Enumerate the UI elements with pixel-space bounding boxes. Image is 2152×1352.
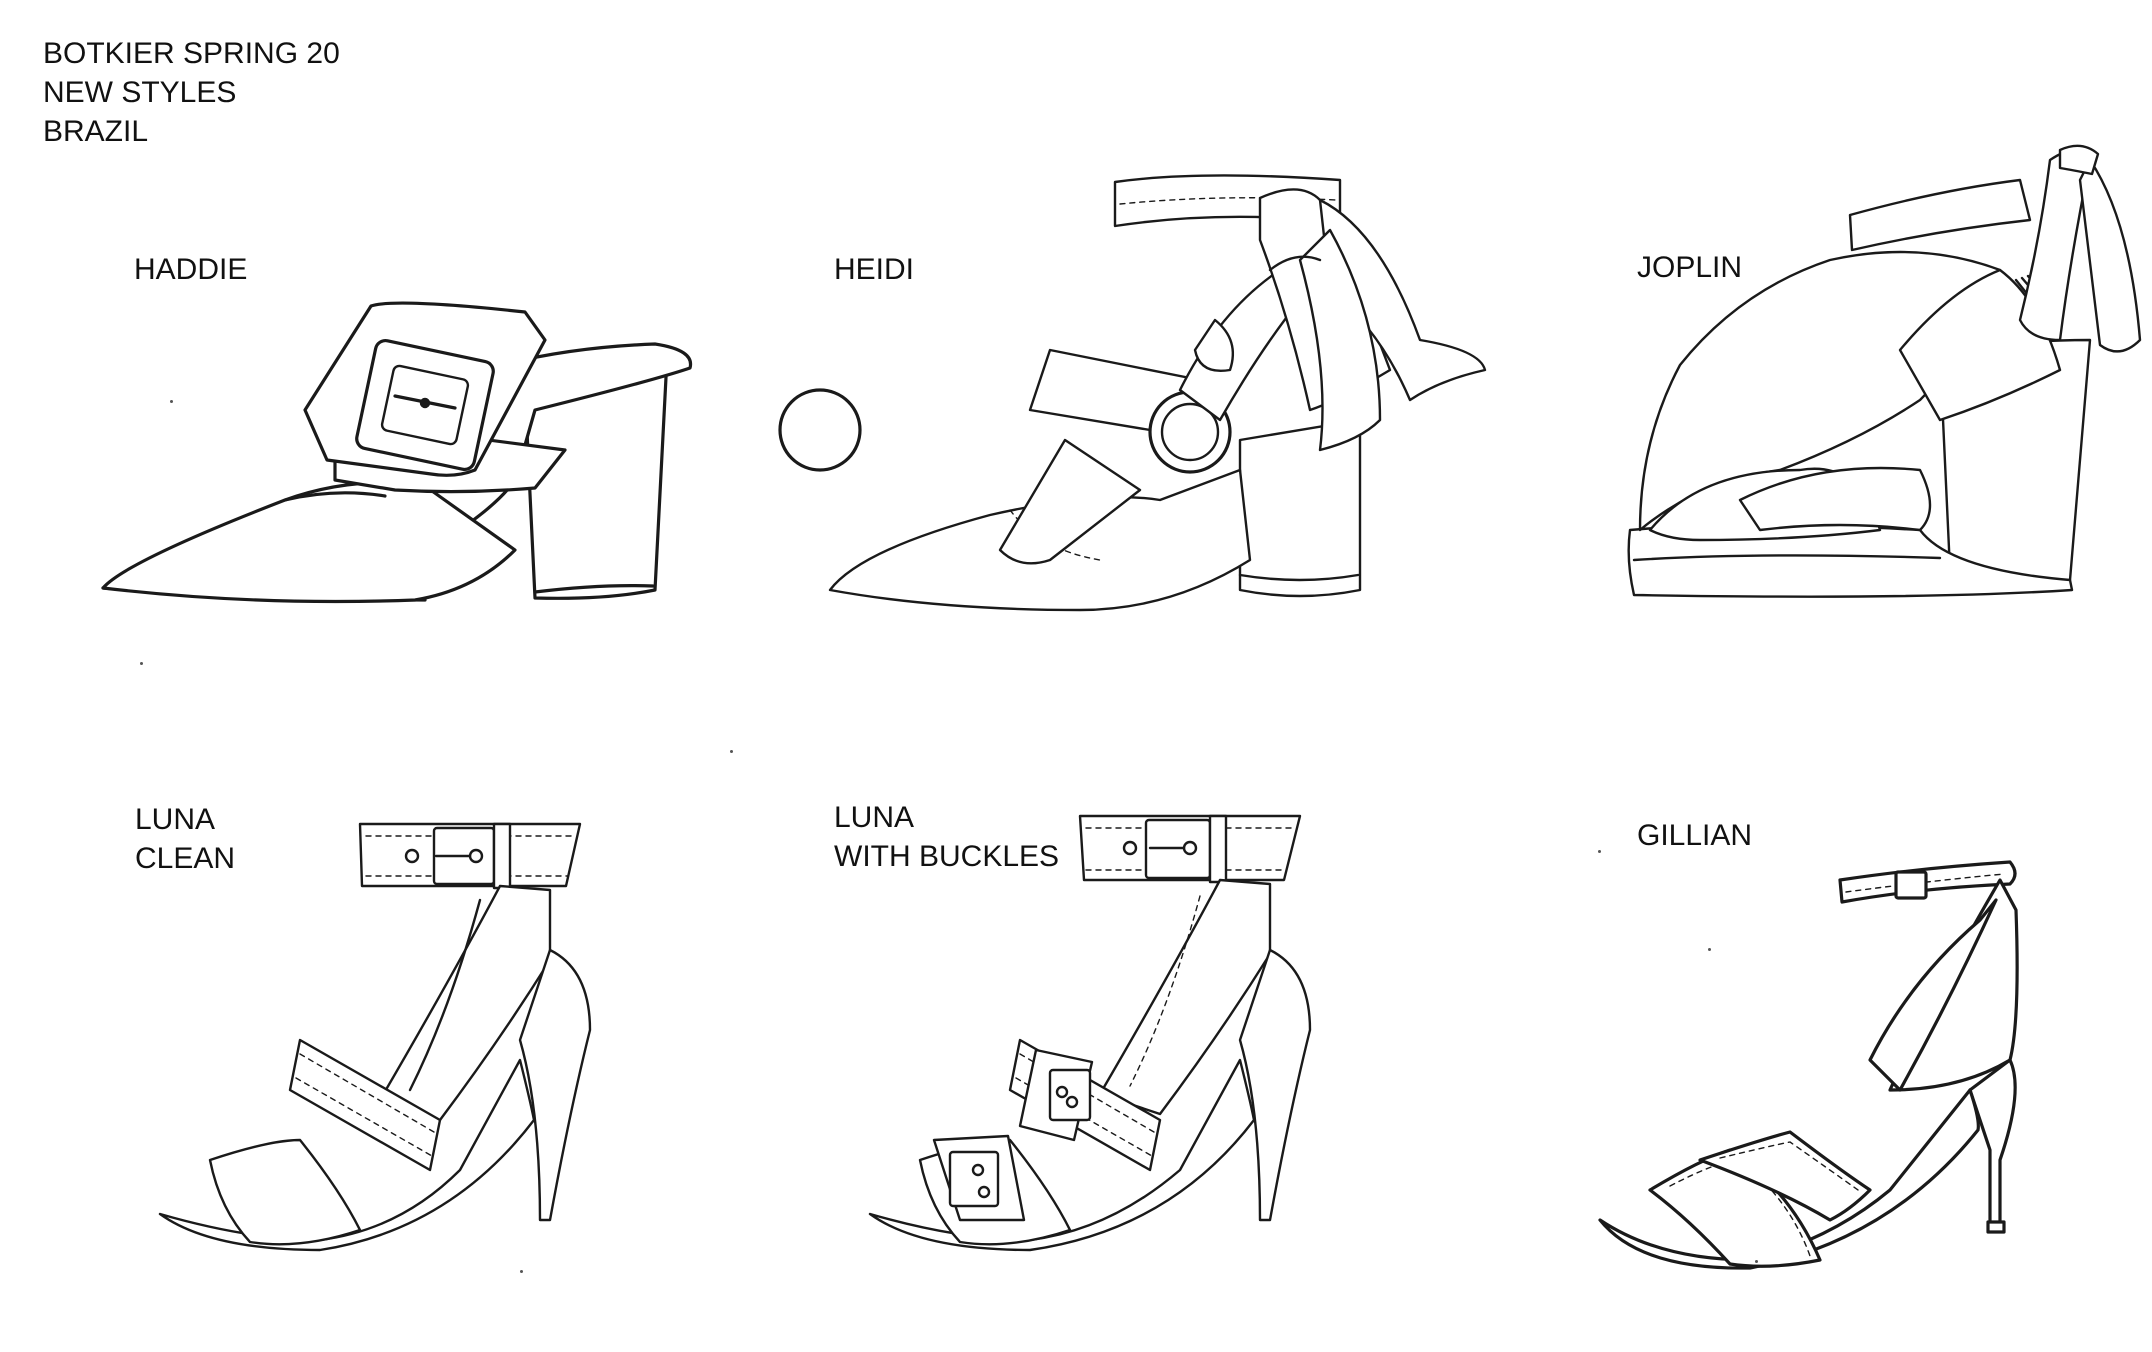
style-label-luna-clean: LUNA CLEAN — [135, 800, 235, 878]
header-line-brand-season: BOTKIER SPRING 20 — [43, 37, 340, 70]
style-label-luna-buckles-line2: WITH BUCKLES — [834, 840, 1060, 873]
style-label-luna-clean-line2: CLEAN — [135, 842, 236, 875]
scan-speck — [1708, 948, 1711, 951]
scan-speck — [170, 400, 173, 403]
haddie-buckle-icon — [303, 301, 547, 477]
style-label-joplin: JOPLIN — [1637, 251, 1743, 284]
gillian-shoe-sketch — [1598, 860, 2019, 1270]
collection-header: BOTKIER SPRING 20 NEW STYLES BRAZIL — [43, 34, 340, 151]
style-label-gillian: GILLIAN — [1637, 819, 1753, 852]
heidi-shoe-sketch — [778, 174, 1487, 612]
style-label-luna-clean-line1: LUNA — [135, 803, 216, 836]
haddie-shoe-sketch — [101, 301, 693, 604]
header-line-region: BRAZIL — [43, 115, 149, 148]
scan-speck — [520, 1270, 523, 1273]
style-label-luna-buckles: LUNA WITH BUCKLES — [834, 798, 1059, 876]
header-line-new-styles: NEW STYLES — [43, 76, 237, 109]
scan-speck — [140, 662, 143, 665]
luna-clean-shoe-sketch — [158, 822, 592, 1252]
style-label-luna-buckles-line1: LUNA — [834, 801, 915, 834]
scan-speck — [1598, 850, 1601, 853]
scan-speck — [1755, 1260, 1758, 1263]
scan-speck — [730, 750, 733, 753]
style-label-heidi: HEIDI — [834, 253, 915, 286]
luna-buckles-shoe-sketch — [868, 814, 1312, 1252]
joplin-shoe-sketch — [1627, 144, 2142, 598]
style-label-haddie: HADDIE — [134, 253, 248, 286]
